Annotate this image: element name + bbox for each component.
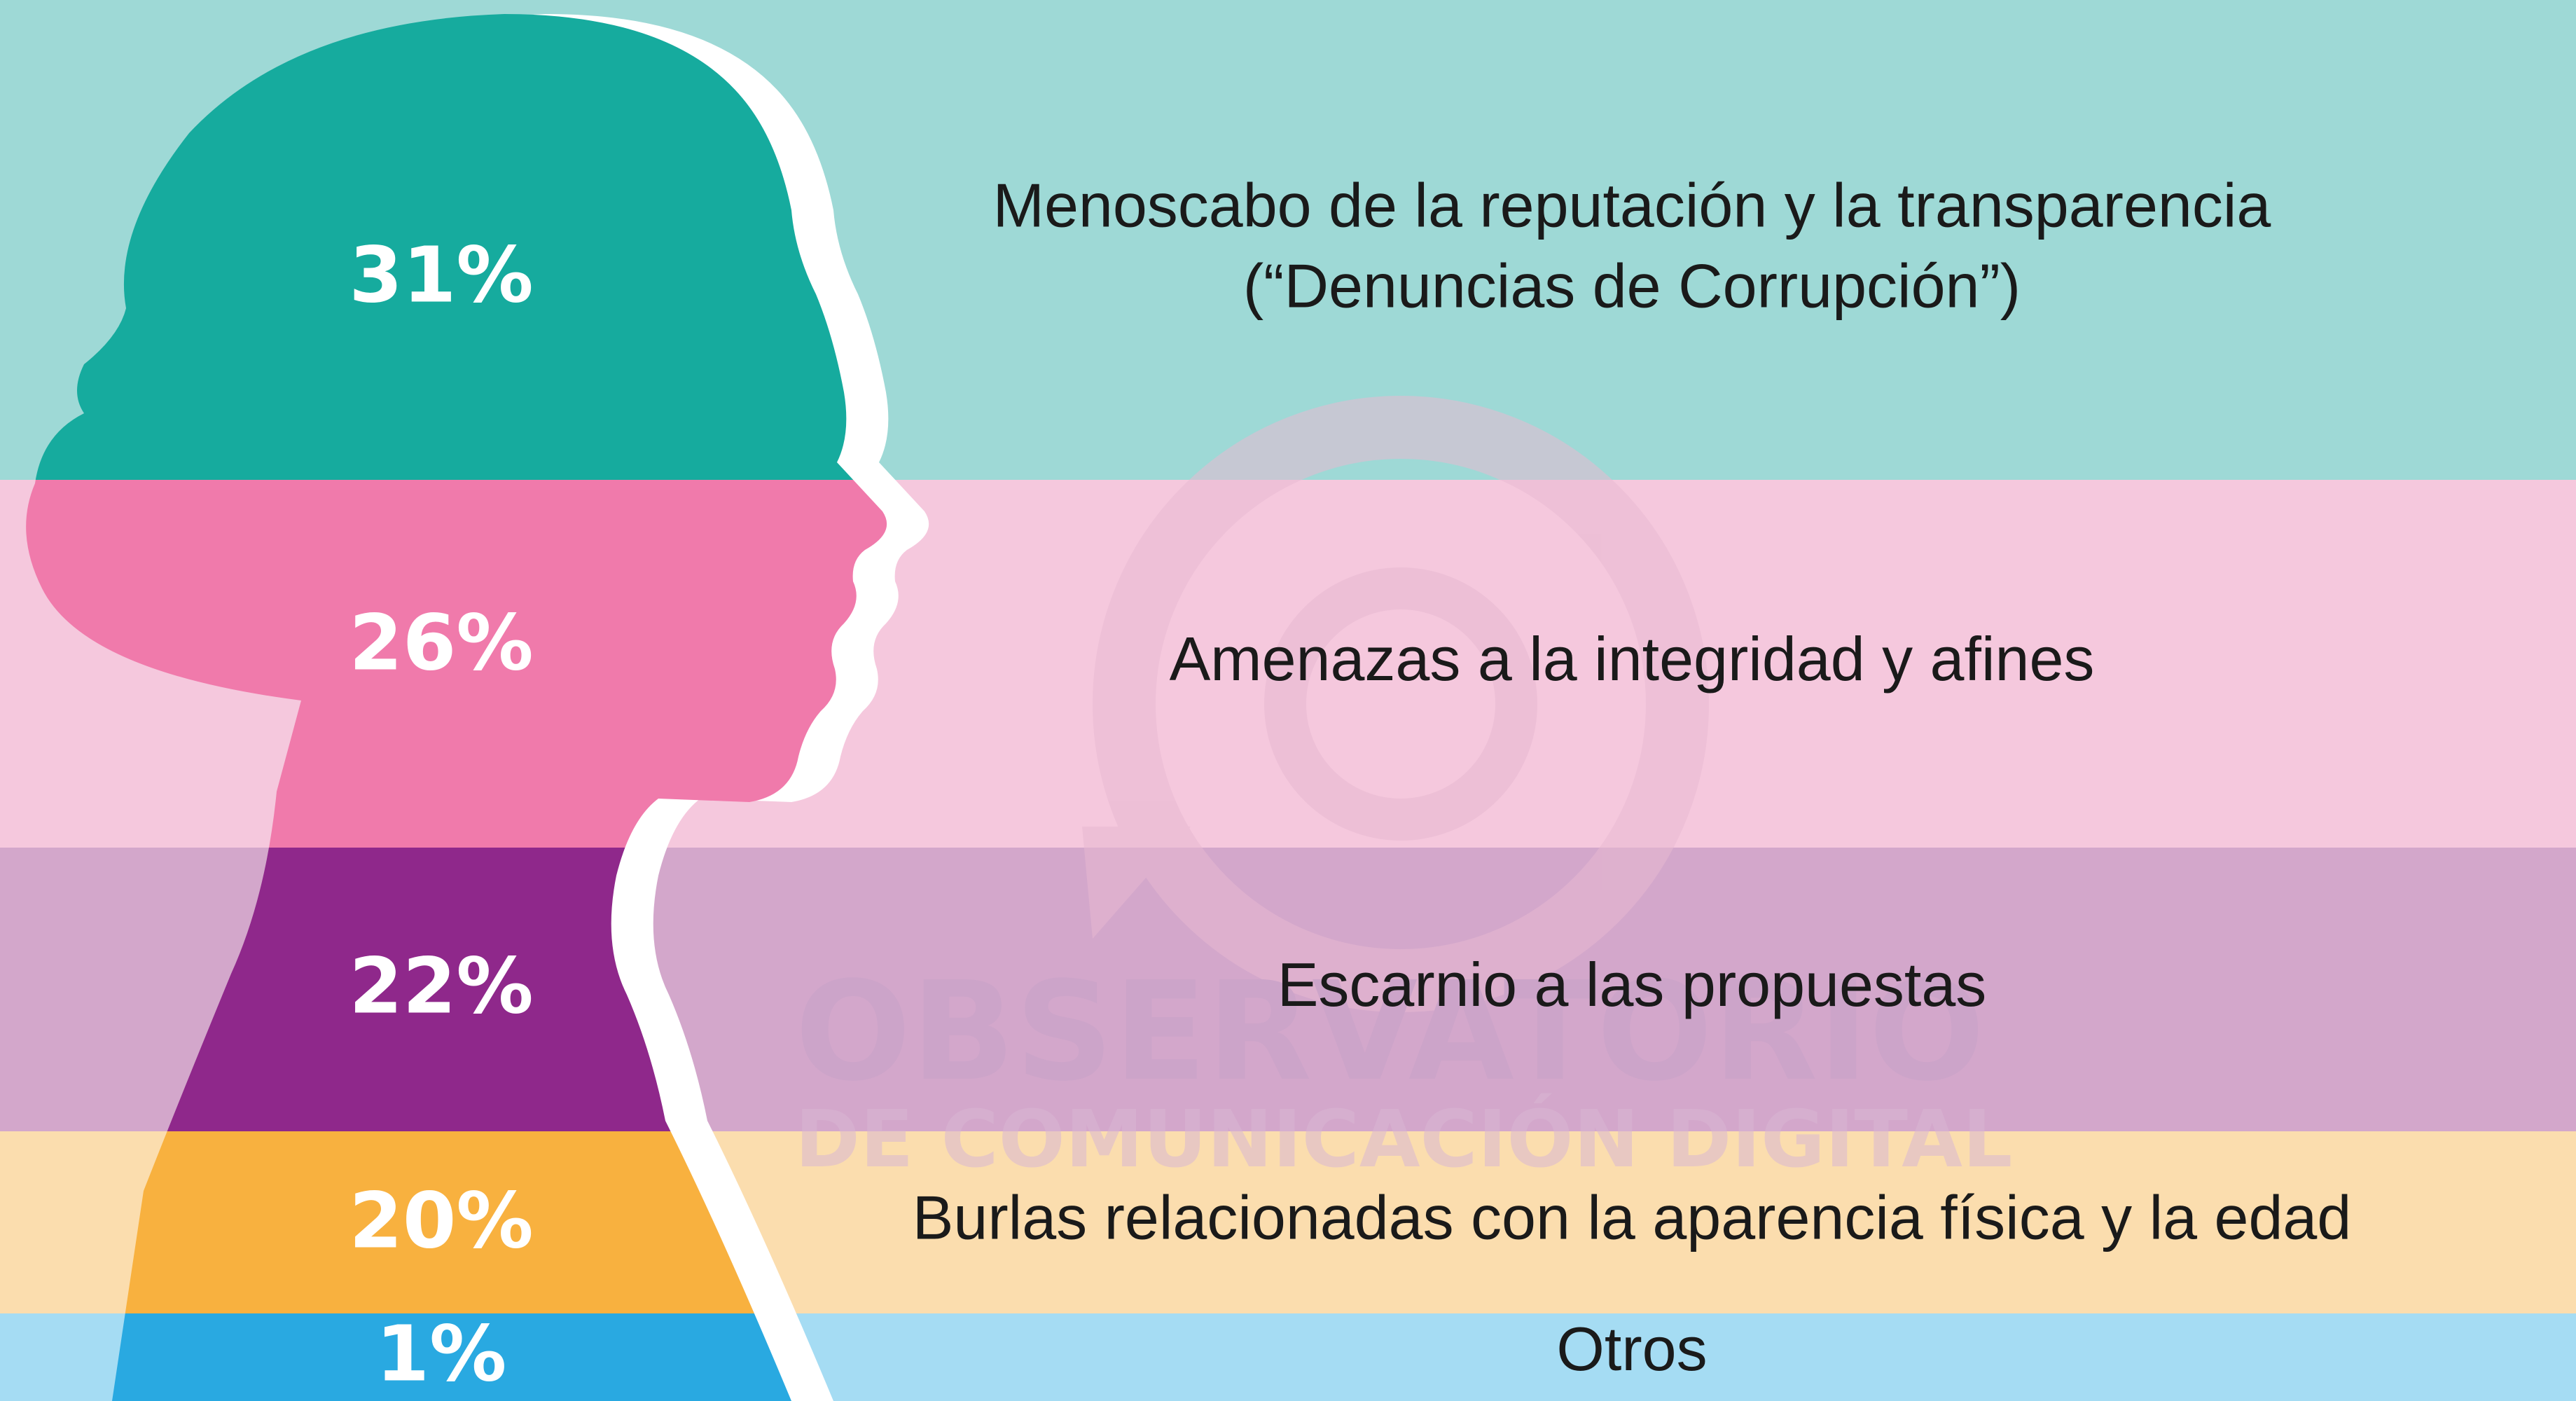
- category-label-2: Amenazas a la integridad y afines: [1170, 624, 2095, 693]
- value-label-2: 26%: [349, 598, 533, 687]
- bar-5: [26, 1313, 887, 1401]
- value-label-3: 22%: [349, 941, 533, 1030]
- value-label-4: 20%: [349, 1175, 533, 1265]
- category-label-3: Escarnio a las propuestas: [1277, 950, 1987, 1019]
- watermark-logo-ring-outer: [1093, 396, 1709, 1012]
- watermark-line-2: DE COMUNICACIÓN DIGITAL: [795, 1093, 2012, 1185]
- value-label-1: 31%: [349, 230, 533, 319]
- watermark: OBSERVATORIO DE COMUNICACIÓN DIGITAL: [795, 396, 2012, 1185]
- chart-labels: 31% Menoscabo de la reputación y la trans…: [349, 170, 2351, 1398]
- category-label-5: Otros: [1556, 1314, 1707, 1383]
- watermark-logo-tail: [1082, 827, 1191, 939]
- category-label-1: Menoscabo de la reputación y la transpar…: [993, 170, 2271, 320]
- category-label-4: Burlas relacionadas con la aparencia fís…: [913, 1182, 2352, 1252]
- watermark-line-1: OBSERVATORIO: [795, 952, 1985, 1111]
- value-label-5: 1%: [376, 1309, 507, 1398]
- watermark-logo-ring-inner: [1264, 567, 1537, 841]
